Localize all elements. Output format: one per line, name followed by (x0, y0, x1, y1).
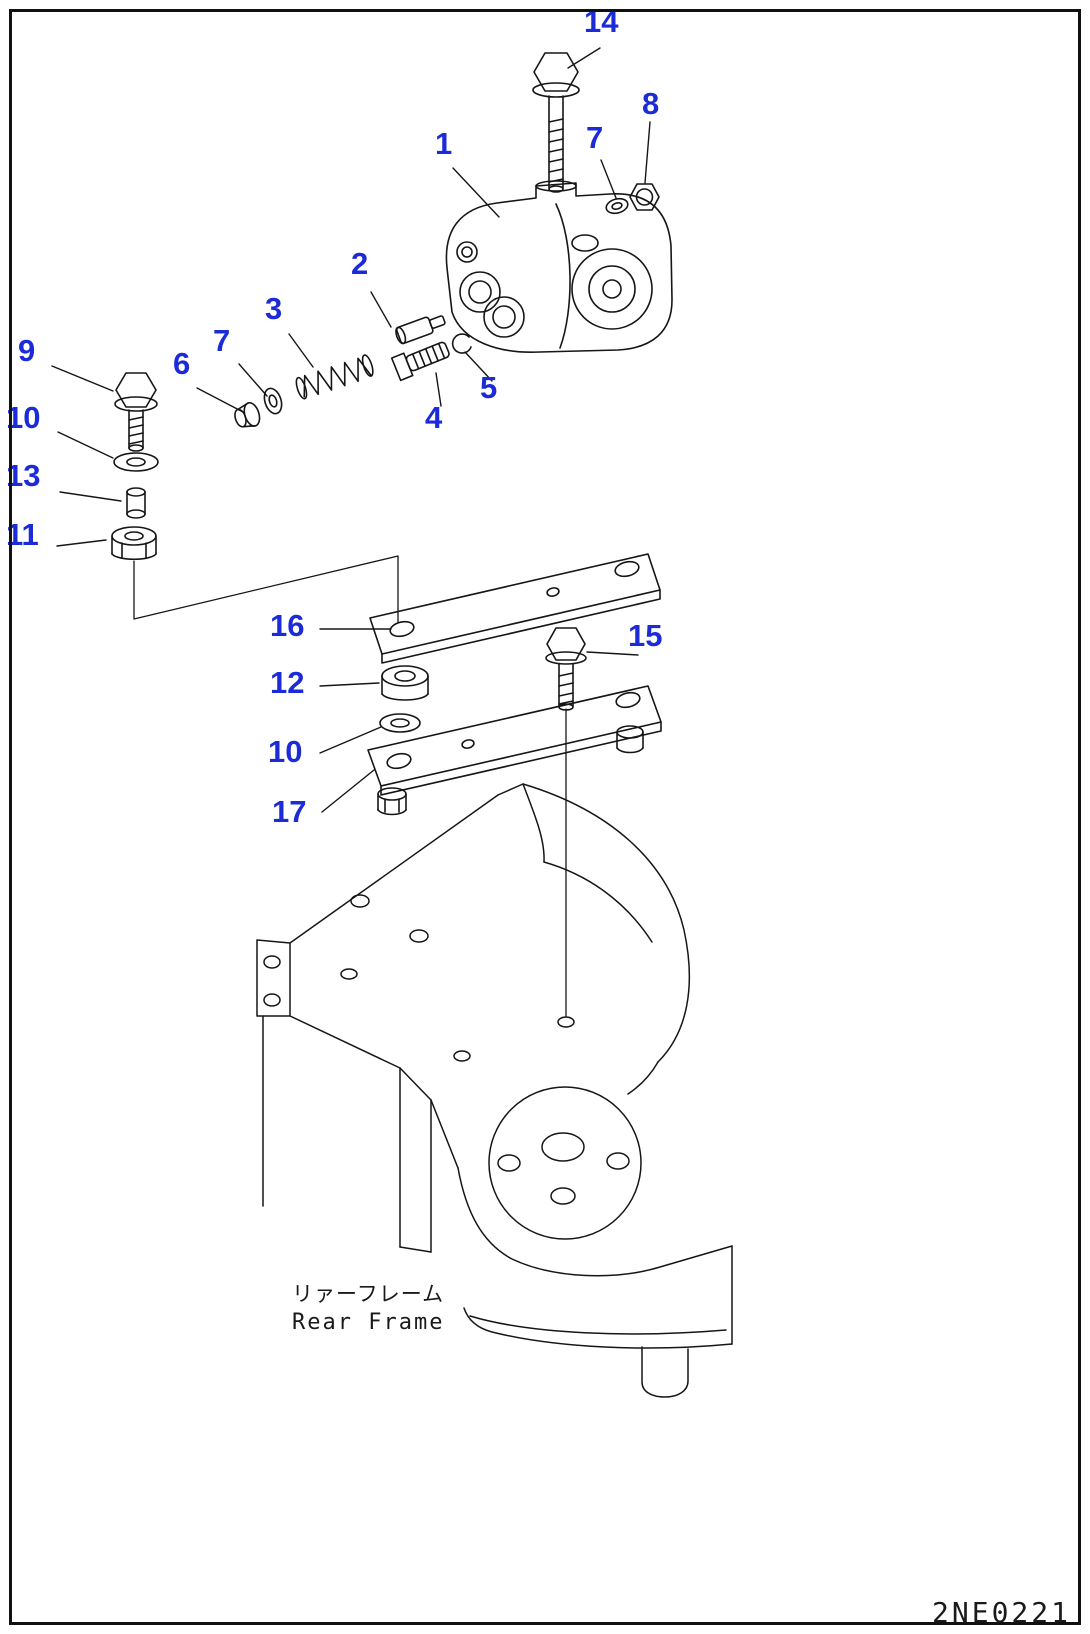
drawing-number: 2NE0221 (932, 1596, 1072, 1629)
callout-14: 14 (584, 4, 619, 39)
rear-frame (256, 783, 733, 1398)
callout-10-left: 10 (6, 400, 41, 435)
part-11-nut (111, 526, 157, 561)
callout-12: 12 (270, 665, 305, 700)
part-12-bushing (381, 665, 429, 701)
rear-frame-label-jp: リァーフレーム (292, 1282, 445, 1306)
part-1-valve-body (445, 180, 673, 353)
part-6-seat (234, 401, 261, 428)
callout-8: 8 (642, 86, 660, 121)
part-4-bolt (390, 341, 450, 382)
part-17-plate-lower (367, 685, 662, 796)
part-7-washer-lower (263, 387, 283, 415)
callout-7-mid: 7 (213, 323, 231, 358)
callout-10-mid: 10 (268, 734, 303, 769)
part-nut-lower-left (377, 787, 407, 816)
part-10-washer-mid (379, 713, 421, 733)
part-nut-lower-right (616, 725, 644, 754)
assembly-lines (133, 555, 567, 1017)
callout-9: 9 (18, 333, 36, 368)
part-16-plate-upper (369, 553, 661, 664)
callout-4: 4 (425, 400, 443, 435)
rear-frame-label-en: Rear Frame (292, 1310, 445, 1335)
part-13-spacer (126, 487, 146, 519)
callout-7-upper: 7 (586, 120, 604, 155)
part-14-bolt (532, 52, 580, 193)
callout-17: 17 (272, 794, 307, 829)
part-3-spring (295, 354, 374, 400)
callout-2: 2 (351, 246, 369, 281)
callout-3: 3 (265, 291, 283, 326)
callout-16: 16 (270, 608, 305, 643)
callout-11: 11 (6, 517, 39, 552)
callout-1: 1 (435, 126, 453, 161)
part-7-washer-upper (605, 197, 629, 215)
part-15-bolt (545, 627, 587, 711)
part-5-ring (451, 333, 472, 354)
part-2-plunger (395, 315, 446, 345)
callout-13: 13 (6, 458, 41, 493)
part-10-washer-left (113, 452, 159, 472)
leader-lines (51, 47, 651, 813)
callout-5: 5 (480, 370, 498, 405)
part-9-bolt (114, 372, 158, 452)
callout-6: 6 (173, 346, 191, 381)
callout-15: 15 (628, 618, 663, 653)
